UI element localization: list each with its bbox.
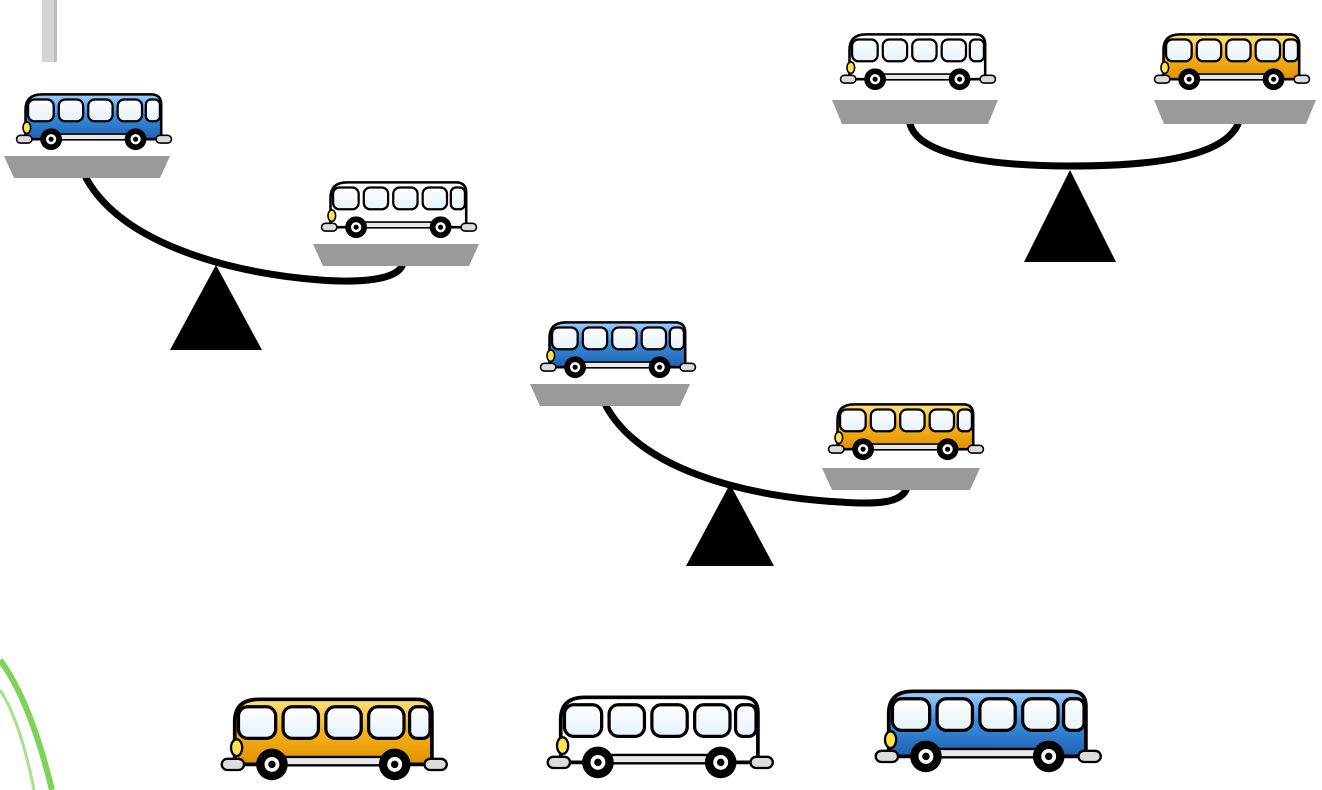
scale-3-right-pan bbox=[822, 468, 980, 490]
scale-1-white-bus bbox=[322, 182, 477, 238]
scale-2-right-pan bbox=[1154, 100, 1316, 124]
scale-3-blue-bus bbox=[541, 322, 696, 378]
scale-2-beam bbox=[910, 124, 1238, 166]
scale-1-right-pan bbox=[313, 244, 479, 266]
scale-3-left-pan bbox=[530, 384, 690, 406]
accent-bar bbox=[42, 0, 54, 62]
scale-1-blue-bus bbox=[17, 94, 172, 150]
scale-1-fulcrum bbox=[170, 265, 262, 350]
scale-3-fulcrum bbox=[686, 484, 774, 566]
answer-choice-blue-bus[interactable] bbox=[876, 691, 1101, 772]
decorative-arc bbox=[0, 660, 52, 790]
answer-choice-yellow-bus[interactable] bbox=[222, 699, 447, 780]
scale-3 bbox=[530, 322, 983, 566]
scale-2-left-pan bbox=[832, 100, 998, 124]
scale-3-yellow-bus bbox=[829, 404, 984, 460]
decorative-arc-inner bbox=[0, 690, 34, 790]
scale-2-yellow-bus bbox=[1155, 34, 1310, 90]
accent-bar-shadow bbox=[54, 0, 57, 62]
scale-1-left-pan bbox=[4, 156, 170, 178]
scale-2-fulcrum bbox=[1024, 170, 1116, 262]
scale-1 bbox=[4, 94, 479, 350]
answer-choice-white-bus[interactable] bbox=[548, 697, 773, 778]
scale-2-white-bus bbox=[841, 34, 996, 90]
scale-2 bbox=[832, 34, 1316, 262]
